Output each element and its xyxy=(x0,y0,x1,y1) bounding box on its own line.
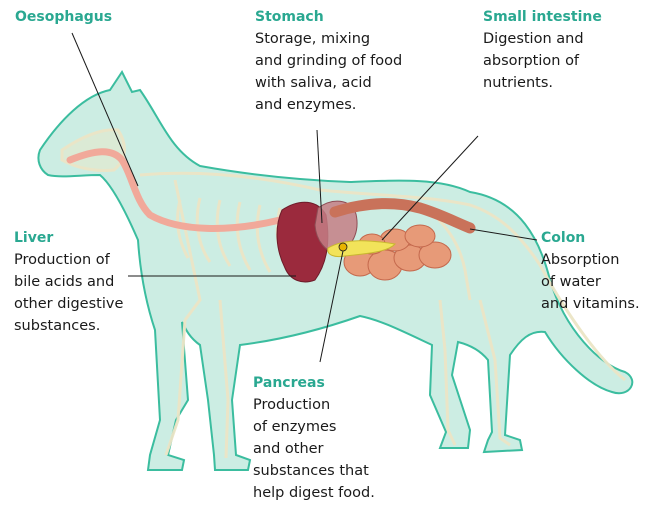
small-intestine-callout: Small intestine Digestion and absorption… xyxy=(483,9,602,94)
small-intestine-description: Digestion and absorption of nutrients. xyxy=(483,28,602,94)
pancreas-callout: Pancreas Production of enzymes and other… xyxy=(253,375,375,504)
pancreas-marker xyxy=(339,243,347,251)
colon-callout: Colon Absorption of water and vitamins. xyxy=(541,230,640,315)
pancreas-description: Production of enzymes and other substanc… xyxy=(253,394,375,504)
colon-description: Absorption of water and vitamins. xyxy=(541,249,640,315)
colon-title: Colon xyxy=(541,230,640,247)
oesophagus-title: Oesophagus xyxy=(15,9,112,26)
small-intestine-title: Small intestine xyxy=(483,9,602,26)
liver-callout: Liver Production of bile acids and other… xyxy=(14,230,123,337)
stomach-callout: Stomach Storage, mixing and grinding of … xyxy=(255,9,402,116)
oesophagus-callout: Oesophagus xyxy=(15,9,112,28)
stomach-description: Storage, mixing and grinding of food wit… xyxy=(255,28,402,116)
liver-description: Production of bile acids and other diges… xyxy=(14,249,123,337)
pancreas-title: Pancreas xyxy=(253,375,375,392)
stomach-title: Stomach xyxy=(255,9,402,26)
liver-title: Liver xyxy=(14,230,123,247)
